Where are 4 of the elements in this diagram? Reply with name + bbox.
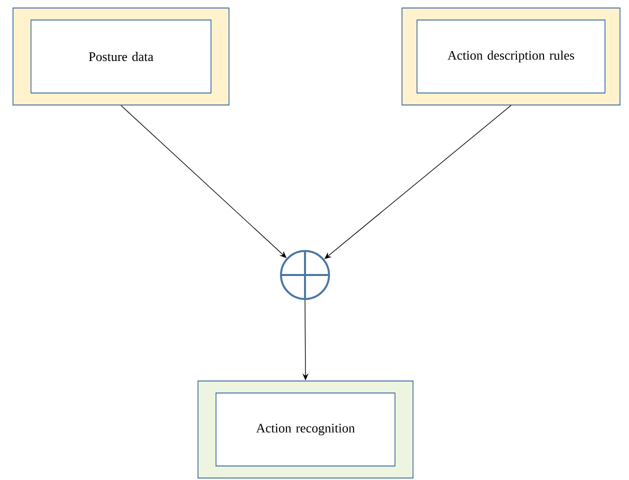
process-box: Action recognition [198, 380, 414, 478]
process-box: Posture data [12, 8, 230, 106]
process-box: Action description rules [402, 8, 620, 106]
summation-circle [280, 250, 330, 300]
